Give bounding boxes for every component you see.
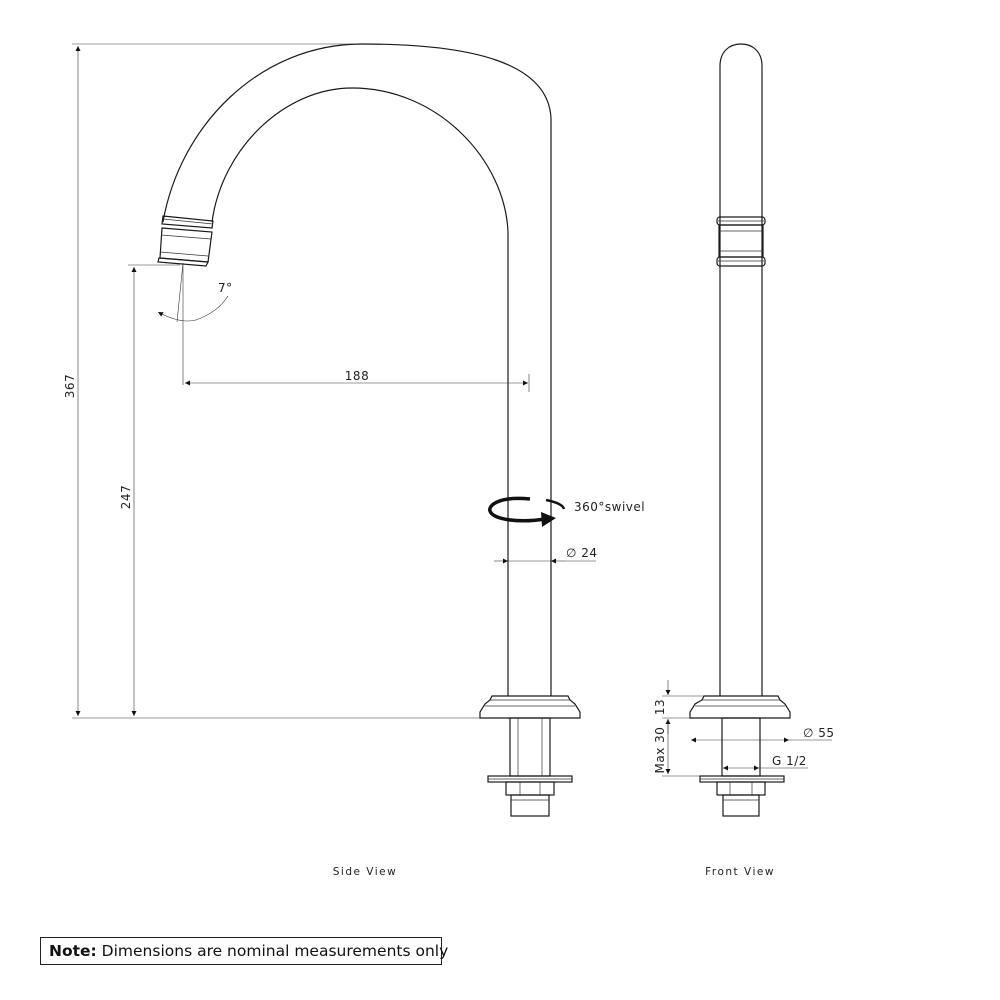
reach-dimension: [185, 374, 530, 392]
front-base-flange: [689, 695, 791, 817]
max-mount-dimension: [662, 720, 700, 777]
outlet-angle-dimension: [157, 262, 229, 385]
note-box: Note: Dimensions are nominal measurement…: [40, 937, 448, 965]
side-base-flange: [479, 695, 581, 817]
reach-label: 188: [345, 369, 369, 383]
front-pipe-outline: [719, 43, 763, 696]
flange-height-label: 13: [653, 699, 667, 715]
swivel-arrow-icon: [488, 496, 566, 527]
side-view-drawing: 367 247 7° 188 360°swivel: [63, 43, 645, 817]
outlet-height-dimension: [128, 264, 180, 716]
overall-height-dimension: [72, 43, 480, 719]
spout-outer-edge: [162, 43, 552, 227]
note-label: Note:: [49, 942, 97, 960]
thread-label: G 1/2: [772, 754, 807, 768]
overall-height-label: 367: [63, 374, 77, 398]
swivel-label: 360°swivel: [574, 500, 645, 514]
front-rings: [716, 216, 766, 267]
max-mount-label: Max 30: [653, 727, 667, 774]
outlet-height-label: 247: [119, 485, 133, 509]
flange-diameter-label: ∅ 55: [803, 726, 835, 740]
spout-inner-edge: [211, 87, 509, 233]
outlet-angle-label: 7°: [218, 281, 233, 295]
nozzle-rings: [157, 215, 214, 267]
pipe-diameter-label: ∅ 24: [566, 546, 598, 560]
front-view-caption: Front View: [705, 866, 775, 878]
side-view-caption: Side View: [333, 866, 397, 878]
front-view-drawing: 13 Max 30 ∅ 55 G 1/2: [653, 43, 835, 817]
note-text: Dimensions are nominal measurements only: [96, 942, 449, 960]
